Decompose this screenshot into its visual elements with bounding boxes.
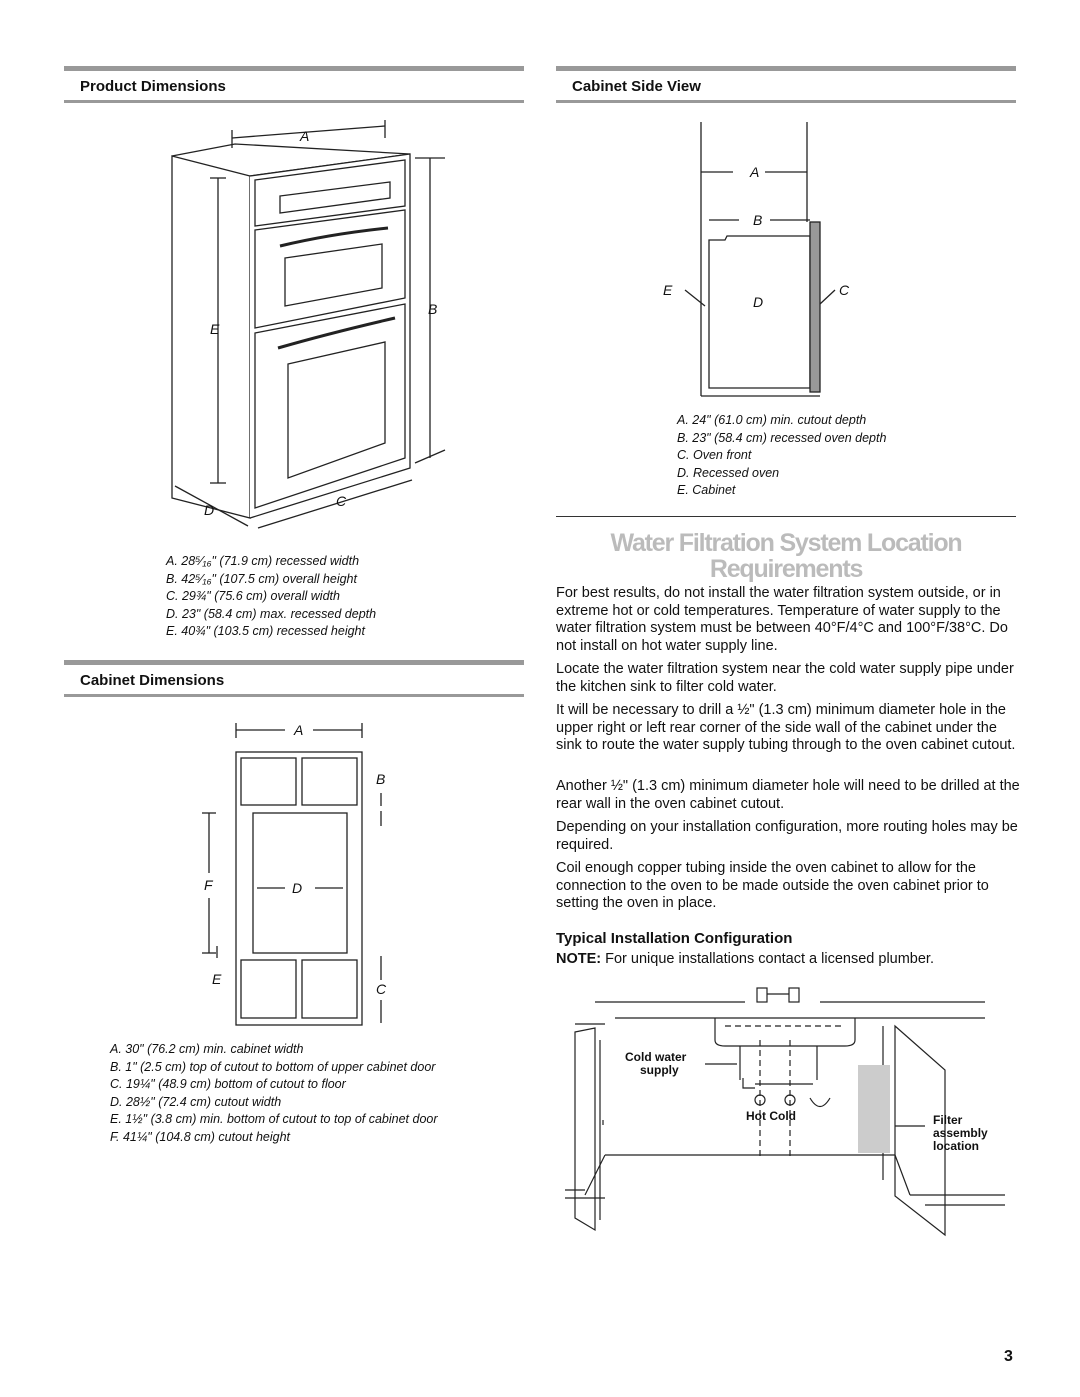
sv-label-c: C	[839, 282, 850, 298]
cabinet-dimensions-header: Cabinet Dimensions	[64, 660, 524, 697]
filter-assembly	[858, 1065, 890, 1153]
label-cold-water: Cold water	[625, 1050, 687, 1064]
legend-item: A. 24" (61.0 cm) min. cutout depth	[677, 413, 867, 427]
body-paragraph: For best results, do not install the wat…	[556, 585, 1008, 654]
note-text: For unique installations contact a licen…	[601, 951, 934, 967]
cabinet-side-view-legend: A. 24" (61.0 cm) min. cutout depth B. 23…	[677, 412, 886, 500]
legend-item: A. 30" (76.2 cm) min. cabinet width	[110, 1042, 304, 1056]
product-dimensions-header: Product Dimensions	[64, 66, 524, 103]
legend-item: A. 28⁵⁄₁₆" (71.9 cm) recessed width	[166, 554, 360, 568]
legend-item: B. 42⁵⁄₁₆" (107.5 cm) overall height	[166, 571, 357, 586]
water-filtration-title-line2: Requirements	[709, 555, 864, 583]
body-paragraph: Another ½" (1.3 cm) minimum diameter hol…	[556, 778, 1020, 812]
pd-label-b: B	[428, 301, 437, 317]
legend-item: D. 23" (58.4 cm) max. recessed depth	[166, 606, 377, 621]
pd-label-c: C	[336, 493, 347, 509]
pd-label-e: E	[210, 321, 220, 337]
cabinet-side-view-header: Cabinet Side View	[556, 66, 1016, 103]
legend-item: B. 1" (2.5 cm) top of cutout to bottom o…	[110, 1059, 436, 1074]
cd-label-b: B	[376, 771, 385, 787]
label-supply: supply	[640, 1063, 679, 1077]
legend-item: E. 40¾" (103.5 cm) recessed height	[166, 624, 365, 638]
cabinet-side-view-diagram: A B C D E	[663, 122, 850, 397]
legend-item: B. 23" (58.4 cm) recessed oven depth	[677, 430, 887, 445]
legend-item: C. 19¼" (48.9 cm) bottom of cutout to fl…	[110, 1077, 346, 1091]
body-paragraph: Locate the water filtration system near …	[556, 661, 1014, 695]
sv-label-e: E	[663, 282, 673, 298]
pd-label-a: A	[299, 128, 309, 144]
label-location: location	[933, 1139, 979, 1153]
legend-item: D. 28½" (72.4 cm) cutout width	[110, 1094, 282, 1109]
legend-item: C. Oven front	[677, 448, 752, 462]
section-divider	[556, 516, 1016, 517]
plumbing-diagram: Cold water supply Hot Cold Filter assemb…	[565, 987, 1005, 1237]
legend-item: E. 1½" (3.8 cm) min. bottom of cutout to…	[110, 1112, 438, 1126]
label-filter: Filter	[933, 1113, 963, 1127]
water-filtration-title-line1: Water Filtration System Location	[610, 529, 962, 557]
page-number: 3	[1004, 1348, 1013, 1365]
label-hot-cold: Hot Cold	[746, 1109, 796, 1123]
body-paragraph: It will be necessary to drill a ½" (1.3 …	[556, 702, 1016, 753]
legend-item: F. 41¼" (104.8 cm) cutout height	[110, 1129, 291, 1144]
typical-installation-heading: Typical Installation Configuration	[556, 930, 793, 947]
cabinet-side-view-heading: Cabinet Side View	[572, 78, 701, 95]
product-dimensions-heading: Product Dimensions	[80, 78, 226, 95]
legend-item: C. 29¾" (75.6 cm) overall width	[166, 589, 340, 603]
cabinet-dimensions-legend: A. 30" (76.2 cm) min. cabinet width B. 1…	[110, 1041, 438, 1146]
sv-label-d: D	[753, 294, 763, 310]
pd-label-d: D	[204, 502, 214, 518]
body-paragraph: Depending on your installation configura…	[556, 819, 1018, 853]
cd-label-c: C	[376, 981, 387, 997]
cabinet-dimensions-heading: Cabinet Dimensions	[80, 672, 225, 689]
note-label: NOTE:	[556, 951, 602, 967]
cd-label-d: D	[292, 880, 302, 896]
cd-label-f: F	[204, 877, 214, 893]
cabinet-dimensions-diagram: A B C D E F	[202, 722, 387, 1026]
note-paragraph: NOTE: For unique installations contact a…	[556, 951, 1026, 969]
label-assembly: assembly	[933, 1126, 988, 1140]
sv-label-a: A	[749, 164, 759, 180]
product-dimensions-legend: A. 28⁵⁄₁₆" (71.9 cm) recessed width B. 4…	[166, 553, 376, 641]
cd-label-e: E	[212, 971, 222, 987]
legend-item: E. Cabinet	[677, 483, 736, 497]
sv-label-b: B	[753, 212, 762, 228]
cd-label-a: A	[293, 722, 303, 738]
product-dimensions-diagram: A B C D E	[171, 120, 446, 529]
legend-item: D. Recessed oven	[677, 465, 780, 480]
body-paragraph: Coil enough copper tubing inside the ove…	[556, 860, 989, 911]
